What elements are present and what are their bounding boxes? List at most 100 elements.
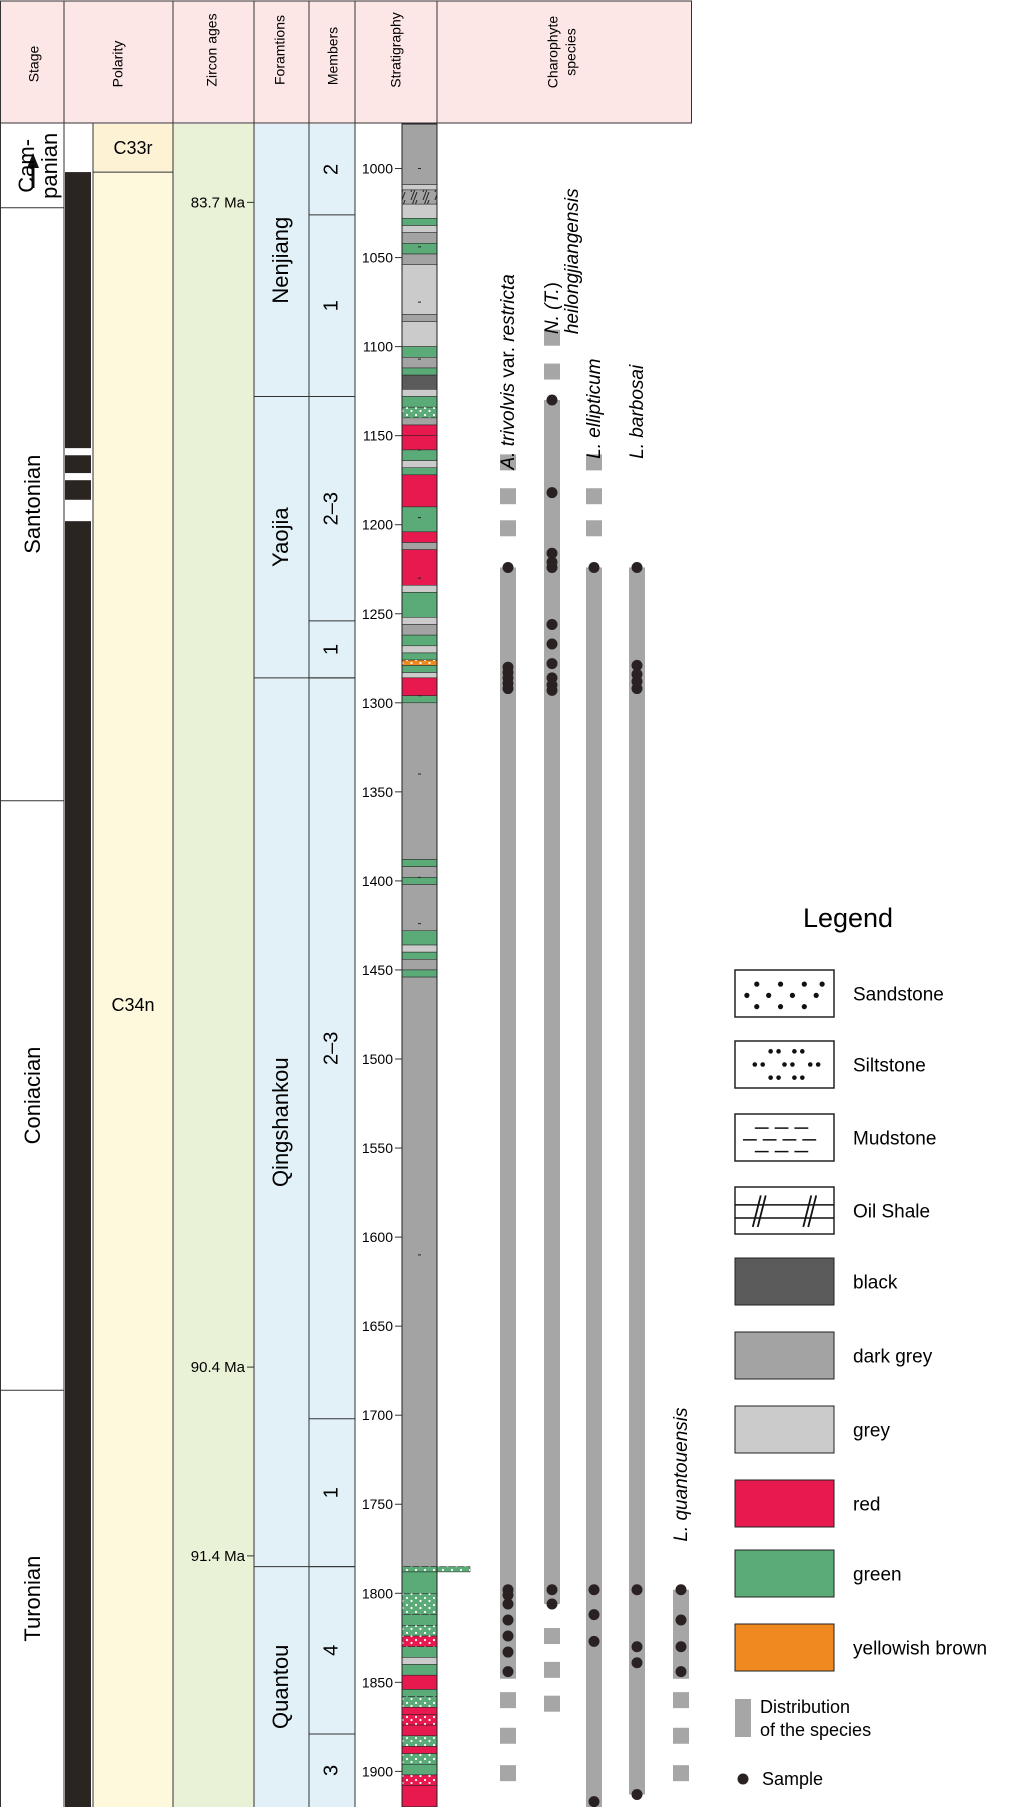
lithology-bed xyxy=(401,1724,438,1737)
oil-shale-pattern xyxy=(402,189,437,205)
depth-tick-label: 1850 xyxy=(362,1674,393,1690)
zircon-age-label: 90.4 Ma xyxy=(191,1359,246,1376)
species-subgenus: T. xyxy=(542,288,563,303)
species-occurrence-square xyxy=(544,1628,560,1645)
sand-dot xyxy=(789,992,796,998)
lithology-bed xyxy=(401,435,438,451)
member-label: 2 xyxy=(320,164,342,175)
depth-tick-label: 1000 xyxy=(362,161,393,177)
species-name-suffix: ) xyxy=(542,282,563,288)
legend-item-oil-shale: Oil Shale xyxy=(734,1186,930,1235)
sand-dot xyxy=(801,981,807,987)
legend-label: Oil Shale xyxy=(853,1202,930,1223)
sample-dot xyxy=(546,658,558,670)
header-stage: Stage xyxy=(26,45,42,82)
species-range-bar xyxy=(586,567,602,1807)
column-backgrounds xyxy=(0,1,692,1807)
species-name: L. ellipticum xyxy=(584,358,605,458)
sample-dot xyxy=(588,1609,600,1621)
lithology-bed xyxy=(401,264,438,315)
silt-dot xyxy=(792,1075,797,1080)
species-var: var. xyxy=(498,342,519,383)
header-charophyte-1: Charophyte xyxy=(545,16,561,89)
stage-label: Turonian xyxy=(20,1556,45,1642)
legend-label: black xyxy=(853,1273,898,1294)
sample-dot xyxy=(675,1584,687,1596)
stage-label: panian xyxy=(37,133,62,199)
silt-dot xyxy=(792,1049,797,1054)
depth-tick-label: 1650 xyxy=(362,1318,393,1334)
formation-label: Qingshankou xyxy=(268,1057,293,1187)
polarity-normal-interval xyxy=(65,480,91,500)
polarity-normal-interval xyxy=(65,455,91,474)
polarity-normal-interval xyxy=(65,521,91,1807)
member-label: 2–3 xyxy=(320,492,342,525)
siltstone-pattern xyxy=(402,1593,437,1615)
siltstone-pattern xyxy=(402,1774,437,1786)
column-text: Cam-panianSantonianConiacianTuronianC33r… xyxy=(14,133,402,1779)
sand-dot xyxy=(777,1004,784,1010)
lithology-bed xyxy=(401,634,438,647)
formation-label: Yaojia xyxy=(268,507,293,567)
sand-dot xyxy=(766,992,772,998)
depth-tick-label: 1900 xyxy=(362,1763,393,1779)
sample-dot xyxy=(631,683,643,695)
depth-tick-label: 1500 xyxy=(362,1051,393,1067)
lithology-bed xyxy=(401,346,438,358)
species-occurrence-square xyxy=(586,488,602,505)
lithology-bed xyxy=(401,930,438,946)
lithology-frame xyxy=(401,123,438,1807)
legend-distribution-label-2: of the species xyxy=(760,1720,871,1740)
species-name-italic: A. trivolvis xyxy=(498,382,519,470)
lithology-bed xyxy=(401,232,438,244)
legend-item-sandstone: Sandstone xyxy=(734,969,944,1018)
sample-dot xyxy=(631,561,643,573)
lithology-bed xyxy=(401,665,438,673)
siltstone-pattern xyxy=(402,1735,437,1747)
silt-dot xyxy=(782,1062,787,1067)
legend-swatch xyxy=(734,1186,835,1235)
silt-dot xyxy=(776,1049,781,1054)
legend-distribution-label-1: Distribution xyxy=(760,1697,850,1717)
sample-dot xyxy=(502,1630,514,1642)
lithology-bed xyxy=(401,314,438,322)
legend-label: grey xyxy=(853,1421,890,1442)
lithology-bed xyxy=(401,218,438,226)
siltstone-pattern xyxy=(402,1696,437,1708)
lithology-bed xyxy=(401,123,438,185)
sample-dot xyxy=(588,1584,600,1596)
sample-dot xyxy=(675,1614,687,1626)
species-occurrence-square xyxy=(500,1765,516,1782)
species-occurrence-square xyxy=(673,1727,689,1744)
legend-label: green xyxy=(853,1565,902,1586)
siltstone-pattern xyxy=(402,1625,437,1637)
sample-dot xyxy=(631,1641,643,1653)
member-label: 1 xyxy=(320,1487,342,1498)
sample-dot xyxy=(631,1584,643,1596)
lithology-bed xyxy=(401,624,438,636)
depth-tick-label: 1300 xyxy=(362,695,393,711)
lithology-bed xyxy=(401,1657,438,1665)
legend-label: Mudstone xyxy=(853,1129,936,1150)
formation-label: Nenjiang xyxy=(268,217,293,304)
lithology-bed xyxy=(401,474,438,508)
header-frame xyxy=(0,0,692,124)
siltstone-pattern xyxy=(402,1566,470,1572)
lithology-bed xyxy=(401,467,438,476)
lithology-bed xyxy=(401,859,438,867)
sample-dot xyxy=(502,683,514,695)
sand-dot xyxy=(754,1004,760,1010)
legend-item-green: green xyxy=(734,1549,902,1598)
species-occurrence-square xyxy=(544,1695,560,1712)
sample-dot xyxy=(502,561,514,573)
sample-dot xyxy=(588,561,600,573)
header-background xyxy=(0,1,692,123)
silt-dot xyxy=(790,1062,795,1067)
silt-dot xyxy=(800,1049,805,1054)
lithology-bed xyxy=(401,1664,438,1676)
species-occurrence-square xyxy=(500,1692,516,1709)
lithology-bed xyxy=(401,1746,438,1754)
species-name-italic: L. barbosai xyxy=(627,364,648,459)
legend: Legend Distribution of the species Sampl… xyxy=(734,903,987,1789)
